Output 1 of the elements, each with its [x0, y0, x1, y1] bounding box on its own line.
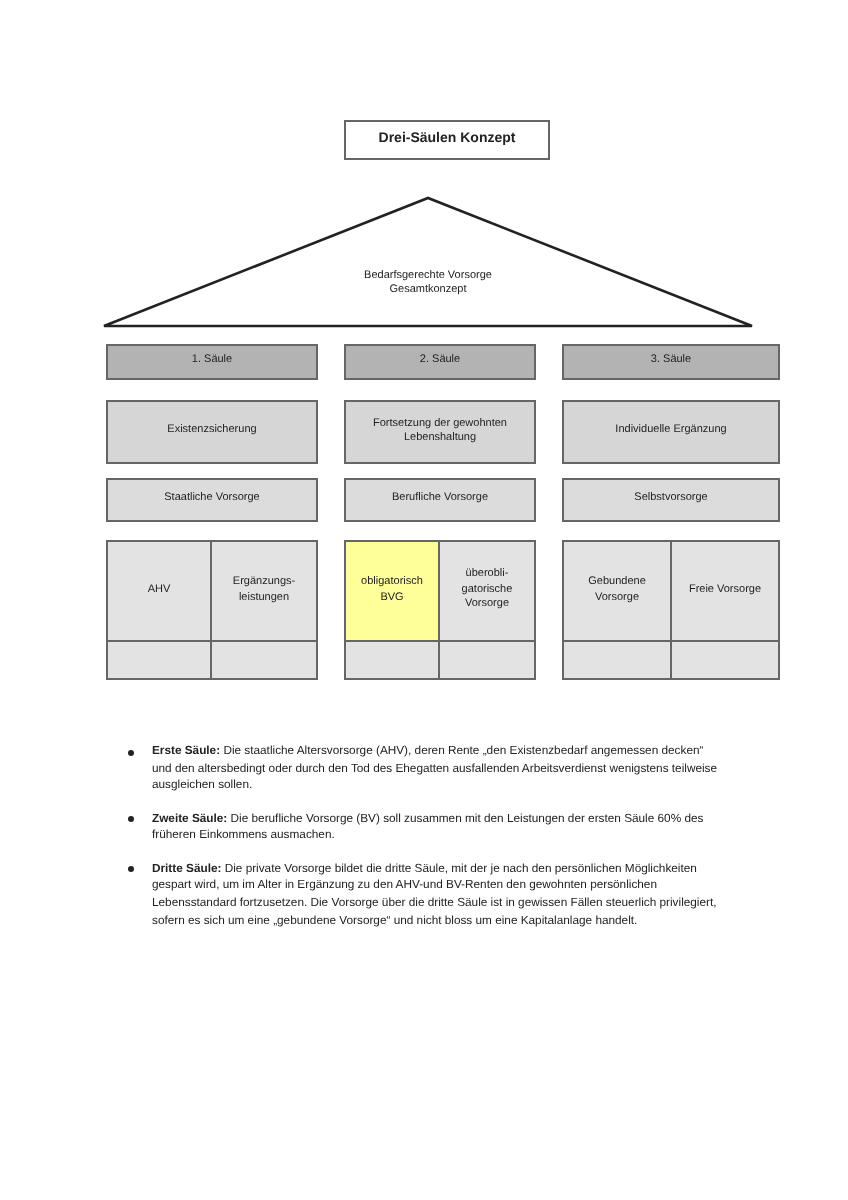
roof-triangle [100, 194, 756, 330]
